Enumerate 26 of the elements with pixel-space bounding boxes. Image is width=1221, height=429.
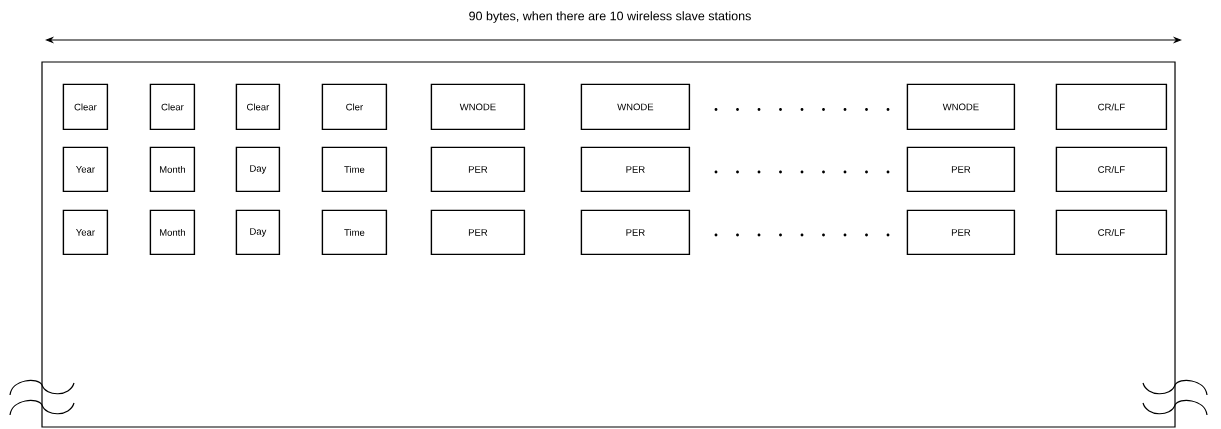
field-box: CR/LF xyxy=(1055,209,1168,256)
field-box: Time xyxy=(321,209,388,256)
frame-box xyxy=(41,61,1176,428)
field-box: CR/LF xyxy=(1055,83,1168,131)
field-box: Clear xyxy=(62,83,109,131)
field-box: CR/LF xyxy=(1055,146,1168,193)
field-box: Year xyxy=(62,146,109,193)
field-box: Year xyxy=(62,209,109,256)
field-box: Cler xyxy=(321,83,388,131)
field-box: PER xyxy=(580,146,691,193)
field-box: WNODE xyxy=(430,83,526,131)
field-box: WNODE xyxy=(580,83,691,131)
field-box: Clear xyxy=(235,83,281,131)
field-box: PER xyxy=(580,209,691,256)
field-box: PER xyxy=(430,209,526,256)
field-box: PER xyxy=(430,146,526,193)
field-box: Day xyxy=(235,146,281,193)
field-box: PER xyxy=(906,146,1016,193)
field-box: Month xyxy=(149,209,196,256)
field-box: Month xyxy=(149,146,196,193)
field-box: Day xyxy=(235,209,281,256)
field-box: Clear xyxy=(149,83,196,131)
field-box: Time xyxy=(321,146,388,193)
field-box: PER xyxy=(906,209,1016,256)
field-box: WNODE xyxy=(906,83,1016,131)
dimension-label: 90 bytes, when there are 10 wireless slave stations xyxy=(469,11,751,23)
